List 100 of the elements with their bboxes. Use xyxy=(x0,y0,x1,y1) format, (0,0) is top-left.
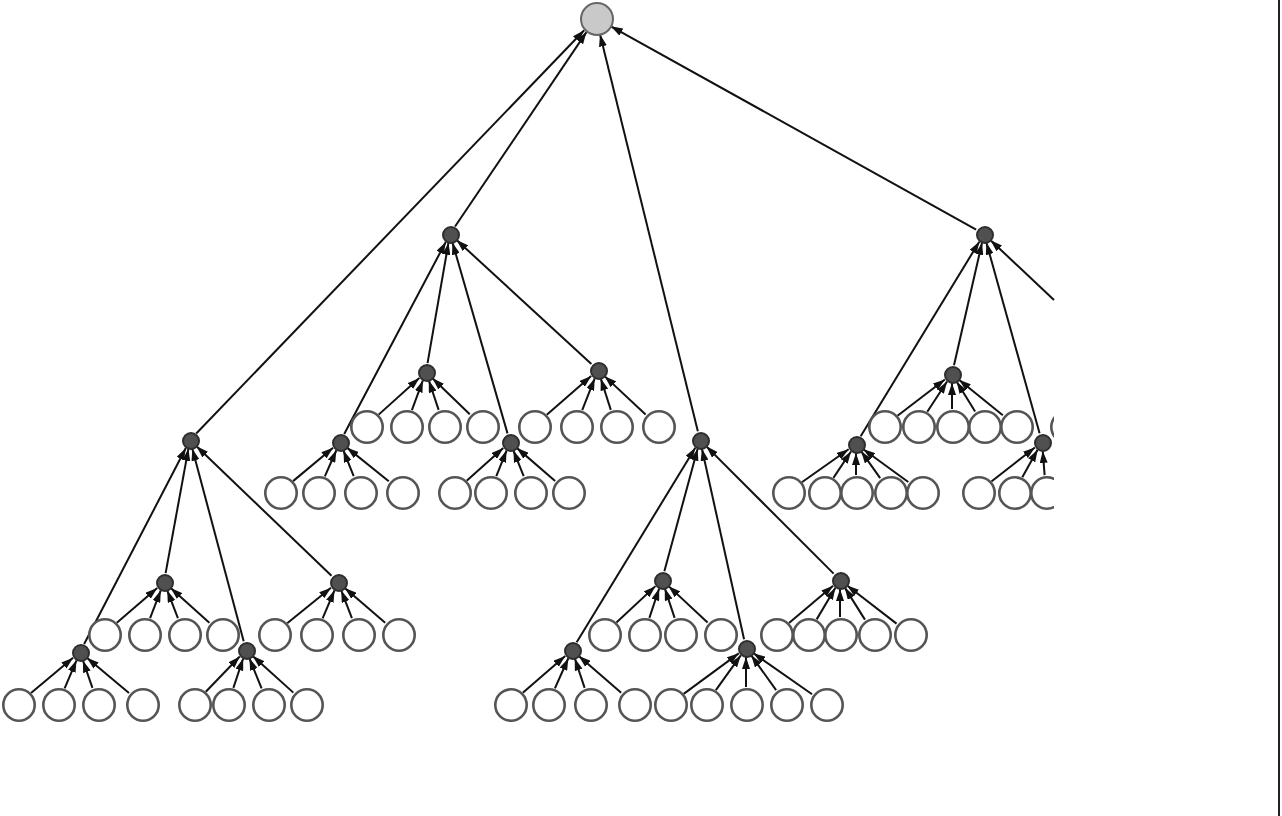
branch-node-dot xyxy=(153,571,175,593)
leaf-node-circle xyxy=(491,685,529,723)
branch-node-dot xyxy=(587,359,609,381)
leaf-node-circle xyxy=(837,473,875,511)
arrow xyxy=(705,445,835,575)
arrow xyxy=(343,586,387,624)
leaf-node-circle xyxy=(767,685,805,723)
leaf-node-circle xyxy=(79,685,117,723)
arrow xyxy=(321,589,336,620)
leaf-node-circle xyxy=(39,685,77,723)
leaf-node-circle xyxy=(85,615,123,653)
branch-node-dot xyxy=(689,429,711,451)
branch-node-dot xyxy=(179,429,201,451)
arrow xyxy=(862,448,910,483)
arrow xyxy=(431,377,471,416)
arrow xyxy=(521,654,567,694)
leaf-node-circle xyxy=(255,615,293,653)
arrow xyxy=(955,380,977,413)
arrow xyxy=(195,445,333,577)
arrow xyxy=(85,656,130,695)
arrow xyxy=(63,659,78,690)
leaf-node-circle xyxy=(997,407,1035,445)
arrow xyxy=(953,241,984,367)
arrow xyxy=(81,659,94,689)
branch-node-dot xyxy=(845,433,867,455)
arrow xyxy=(377,377,421,416)
leaf-node-circle xyxy=(615,685,653,723)
leaf-node-circle xyxy=(639,407,677,445)
leaf-node-circle xyxy=(383,473,421,511)
arrow xyxy=(427,379,440,411)
leaf-node-circle xyxy=(463,407,501,445)
arrow xyxy=(926,380,949,413)
leaf-node-circle xyxy=(529,685,567,723)
leaf-node-circle xyxy=(341,473,379,511)
leaf-node-circle xyxy=(471,473,509,511)
arrow xyxy=(286,586,332,625)
arrow xyxy=(512,449,525,478)
leaf-node-circle xyxy=(807,685,845,723)
leaf-node-circle xyxy=(769,473,807,511)
arrow xyxy=(896,378,946,417)
leaf-node-circle xyxy=(597,407,635,445)
arrow xyxy=(648,587,661,619)
leaf-node-circle xyxy=(903,473,941,511)
branch-node-dot xyxy=(1031,431,1053,453)
arrow xyxy=(169,587,211,624)
leaf-node-circle xyxy=(965,407,1003,445)
arrow xyxy=(609,25,978,231)
leaf-node-circle xyxy=(347,407,385,445)
arrow xyxy=(323,449,338,478)
root-node-circle xyxy=(577,0,615,37)
leaf-node-circle xyxy=(425,407,463,445)
arrow xyxy=(204,655,241,693)
leaf-node-circle xyxy=(625,615,663,653)
arrow xyxy=(343,240,447,436)
leaf-node-circle xyxy=(871,473,909,511)
arrow xyxy=(553,657,570,690)
leaf-node-circle xyxy=(687,685,725,723)
arrow xyxy=(832,450,852,479)
branch-node-dot xyxy=(829,569,851,591)
arrow xyxy=(667,585,709,624)
leaf-node-circle xyxy=(209,685,247,723)
arrow xyxy=(83,447,187,645)
leaf-node-circle xyxy=(339,615,377,653)
arrow xyxy=(663,587,676,619)
arrow xyxy=(149,589,162,620)
leaf-node-circle xyxy=(585,615,623,653)
leaf-node-circle xyxy=(789,615,827,653)
arrow xyxy=(742,656,750,688)
branch-node-dot xyxy=(439,223,461,245)
arrow xyxy=(195,29,586,435)
arrow xyxy=(248,657,263,690)
leaf-node-circle xyxy=(203,615,241,653)
arrow xyxy=(815,586,837,621)
arrow xyxy=(545,374,593,416)
arrow xyxy=(451,241,509,435)
branch-node-dot xyxy=(651,569,673,591)
leaf-node-circle xyxy=(891,615,929,653)
arrow xyxy=(455,239,593,365)
leaf-node-circle xyxy=(261,473,299,511)
arrow xyxy=(750,654,778,692)
arrow xyxy=(342,449,355,478)
arrow xyxy=(164,447,191,575)
arrow xyxy=(859,240,981,438)
leaf-node-circle xyxy=(515,407,553,445)
arrow xyxy=(346,446,390,483)
leaf-node-circle xyxy=(855,615,893,653)
leaf-node-circle xyxy=(651,685,689,723)
leaf-node-circle xyxy=(661,615,699,653)
arrow xyxy=(714,654,742,692)
arrow xyxy=(836,588,844,618)
arrow xyxy=(989,239,1055,301)
leaf-node-circle xyxy=(959,473,997,511)
leaf-node-circle xyxy=(387,407,425,445)
arrow xyxy=(599,377,612,411)
arrow xyxy=(581,377,596,412)
arrow xyxy=(465,447,505,482)
arrow xyxy=(515,446,557,482)
arrow xyxy=(846,584,898,625)
leaf-node-circle xyxy=(757,615,795,653)
arrow xyxy=(410,379,424,412)
